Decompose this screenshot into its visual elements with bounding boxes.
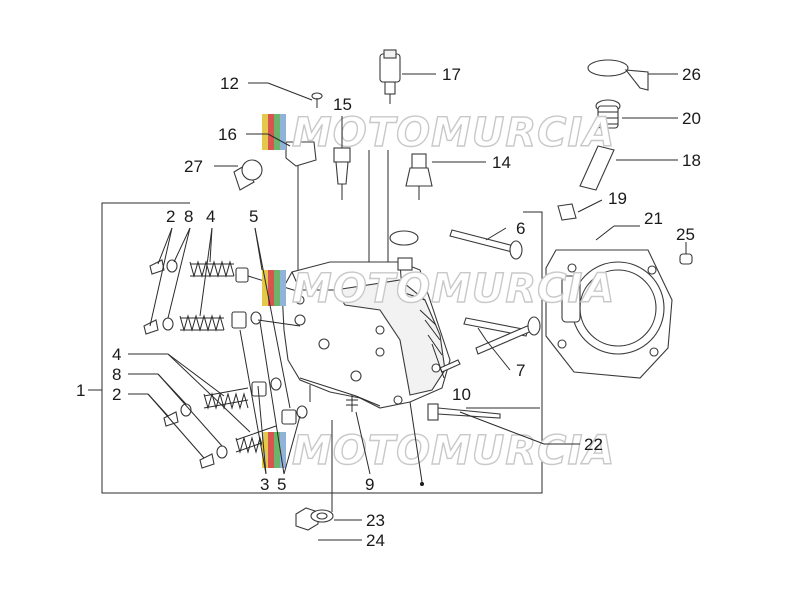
thermostat-20 — [595, 99, 621, 129]
callout-21: 21 — [644, 209, 663, 228]
callout-22: 22 — [584, 435, 603, 454]
leader-lines — [88, 73, 687, 541]
callout-27: 27 — [184, 157, 203, 176]
callout-7: 7 — [516, 361, 525, 380]
callout-17: 17 — [442, 65, 461, 84]
callout-20: 20 — [682, 109, 701, 128]
callout-18: 18 — [682, 151, 701, 170]
screw-12 — [311, 92, 323, 108]
valve-assembly — [143, 259, 308, 469]
bracket-16 — [285, 141, 317, 270]
watermark-text: MOTOMURCIA — [292, 266, 615, 312]
gasket-21 — [545, 249, 673, 379]
callout-16: 16 — [218, 125, 237, 144]
temperature-sensor-17 — [379, 49, 401, 104]
nut-and-washer — [295, 507, 334, 531]
watermark-text: MOTOMURCIA — [292, 110, 615, 156]
callout-2-lower: 2 — [112, 385, 121, 404]
callout-4-lower: 4 — [112, 345, 121, 364]
callout-26: 26 — [682, 65, 701, 84]
bracket-26 — [587, 59, 649, 91]
callout-6: 6 — [516, 219, 525, 238]
callout-25: 25 — [676, 225, 695, 244]
callout-1: 1 — [76, 381, 85, 400]
dowel-25 — [679, 253, 693, 265]
watermark-middle: MOTOMURCIA — [262, 265, 615, 313]
callout-12: 12 — [220, 74, 239, 93]
callout-labels: 1 2 8 4 5 4 8 2 3 5 9 10 22 6 7 23 24 12… — [76, 65, 701, 550]
callout-3: 3 — [260, 475, 269, 494]
sensor-15 — [333, 147, 351, 200]
callout-19: 19 — [608, 189, 627, 208]
callout-9: 9 — [365, 475, 374, 494]
callout-5-bottom: 5 — [277, 475, 286, 494]
watermark-text: MOTOMURCIA — [292, 428, 615, 474]
callout-10: 10 — [452, 385, 471, 404]
cylinder-head — [281, 257, 451, 412]
callout-23: 23 — [366, 511, 385, 530]
circlip-ring — [368, 150, 419, 262]
sensor-14 — [405, 153, 433, 200]
callout-5-top: 5 — [249, 207, 258, 226]
callout-8-lower: 8 — [112, 365, 121, 384]
watermark-top: MOTOMURCIA — [262, 109, 615, 157]
callout-14: 14 — [492, 153, 511, 172]
clip-19 — [557, 203, 577, 221]
callout-4-top: 4 — [206, 207, 215, 226]
callout-2-top: 2 — [166, 207, 175, 226]
callout-24: 24 — [366, 531, 385, 550]
watermark-bottom: MOTOMURCIA — [262, 427, 615, 475]
hose-clip-27 — [233, 159, 263, 191]
callout-15: 15 — [333, 95, 352, 114]
bolts — [427, 229, 541, 421]
callout-8-top: 8 — [184, 207, 193, 226]
hose-18 — [579, 145, 615, 191]
